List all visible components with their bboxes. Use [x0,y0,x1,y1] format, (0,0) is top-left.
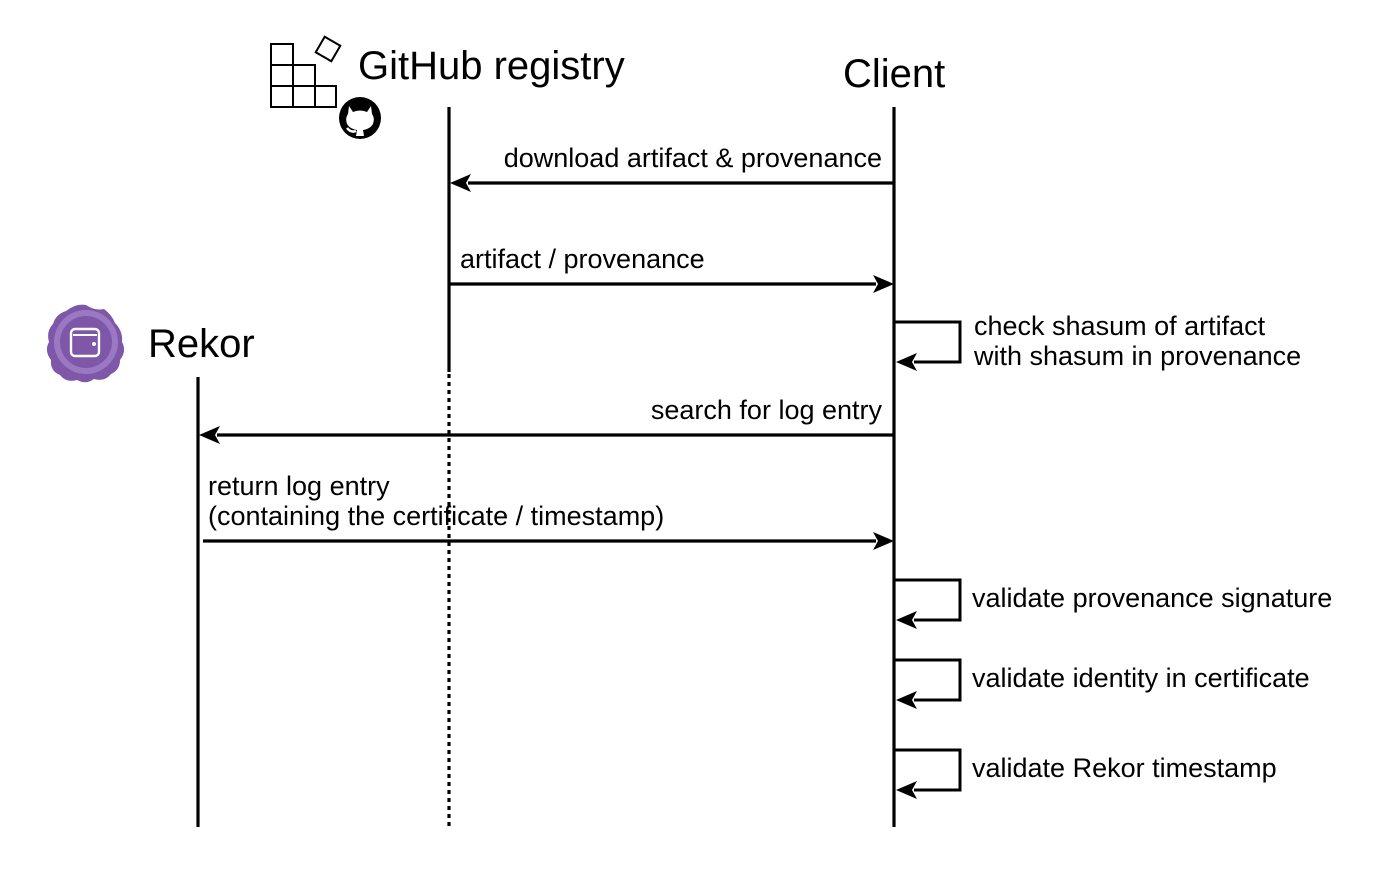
validate-identity-loop [895,658,962,702]
check-shasum-label-line-2: with shasum in provenance [973,341,1301,371]
validate-signature-label: validate provenance signature [972,583,1332,613]
validate-signature-arrowhead [896,611,917,629]
message-validate-signature: validate provenance signature [895,578,1332,629]
message-validate-identity: validate identity in certificate [895,658,1310,709]
rekor-title: Rekor [148,322,255,366]
artifact-provenance-label: artifact / provenance [460,244,705,274]
download-label: download artifact & provenance [504,143,882,173]
artifact-provenance-arrowhead [873,275,894,293]
return-log-arrowhead [873,532,894,550]
message-check-shasum: check shasum of artifact with shasum in … [895,311,1301,371]
client-title: Client [843,52,945,96]
check-shasum-loop [895,320,962,364]
message-return-log: return log entry (containing the certifi… [203,471,894,550]
validate-timestamp-label: validate Rekor timestamp [972,753,1277,783]
validate-identity-label: validate identity in certificate [972,663,1310,693]
check-shasum-label-line-1: check shasum of artifact [974,311,1266,341]
download-arrowhead [450,174,471,192]
validate-timestamp-loop [895,748,962,792]
validate-identity-arrowhead [896,691,917,709]
message-validate-timestamp: validate Rekor timestamp [895,748,1277,799]
rekor-seal-icon [46,304,125,383]
return-log-label-line-1: return log entry [208,471,390,501]
message-search-log: search for log entry [199,395,894,444]
message-artifact-provenance: artifact / provenance [449,244,894,293]
validate-signature-loop [895,578,962,622]
github-octocat-icon [339,97,381,139]
check-shasum-arrowhead [896,353,917,371]
github-registry-icon [270,35,342,108]
search-log-label: search for log entry [651,395,883,425]
message-download: download artifact & provenance [450,143,894,192]
search-log-arrowhead [199,426,220,444]
return-log-label-line-2: (containing the certificate / timestamp) [208,501,664,531]
validate-timestamp-arrowhead [896,781,917,799]
github-registry-title: GitHub registry [358,44,625,88]
